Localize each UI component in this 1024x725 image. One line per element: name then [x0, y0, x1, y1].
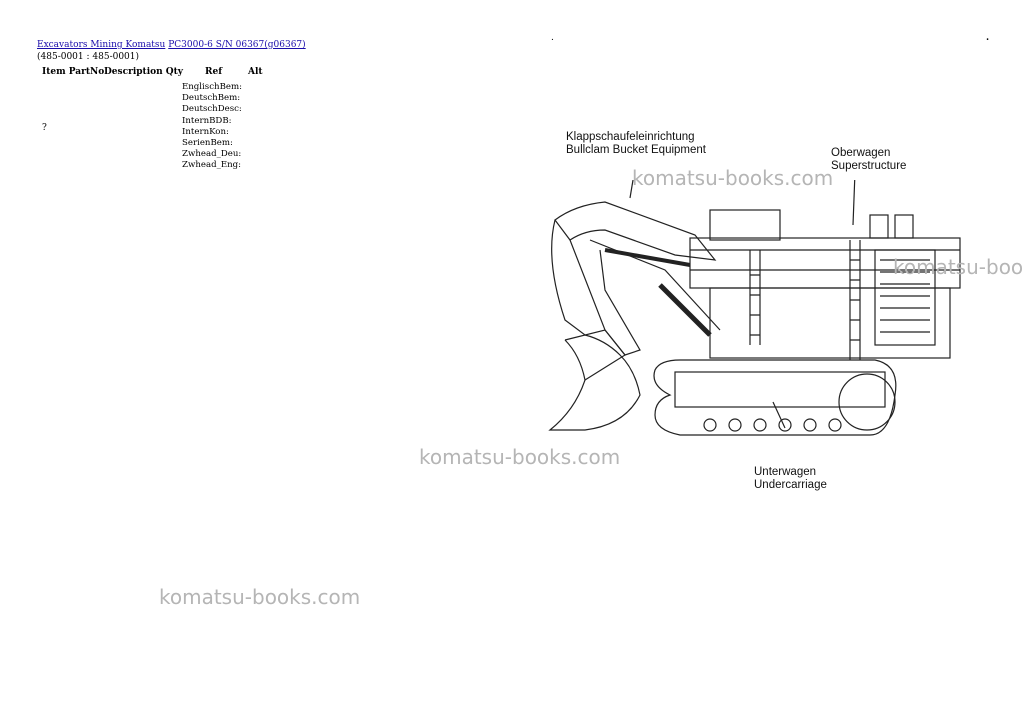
col-header-item-partno: Item PartNo: [42, 67, 105, 77]
leader-line-superstructure: [852, 180, 856, 226]
serial-range: (485-0001 : 485-0001): [37, 52, 140, 62]
col-header-ref: Ref: [205, 67, 223, 77]
item-number: ?: [42, 123, 47, 133]
tank: [869, 214, 889, 239]
radiator: [874, 249, 936, 346]
field-serien-bem: SerienBem:: [182, 138, 233, 149]
boom: [554, 201, 717, 261]
breadcrumb: Excavators Mining Komatsu PC3000-6 S/N 0…: [37, 40, 306, 51]
col-header-alt: Alt: [248, 67, 263, 77]
crawler-track: [653, 359, 897, 436]
field-zwhead-deu: Zwhead_Deu:: [182, 149, 242, 160]
stray-mark: .: [986, 33, 990, 43]
label-under-de: Unterwagen: [754, 466, 817, 478]
label-bucket-de: Klappschaufeleinrichtung: [566, 131, 695, 143]
ladder: [749, 250, 761, 345]
access-ladder: [849, 240, 861, 360]
excavator-drawing: [548, 180, 961, 436]
label-superstructure: Oberwagen Superstructure: [831, 147, 906, 173]
track-frame: [674, 371, 886, 408]
watermark: komatsu-books.com: [893, 255, 1024, 279]
description-fields: EnglischBem: DeutschBem: DeutschDesc: In…: [182, 82, 242, 172]
leader-line-undercarriage: [772, 401, 786, 429]
label-under-en: Undercarriage: [754, 479, 827, 491]
watermark: komatsu-books.com: [419, 445, 621, 469]
track-rollers: [703, 418, 842, 432]
breadcrumb-link-model[interactable]: PC3000-6 S/N 06367(g06367): [168, 40, 306, 50]
breadcrumb-link-category[interactable]: Excavators Mining Komatsu: [37, 40, 166, 50]
field-intern-kon: InternKon:: [182, 126, 229, 137]
bucket: [548, 219, 641, 431]
field-zwhead-eng: Zwhead_Eng:: [182, 160, 242, 171]
idler-wheel: [838, 373, 896, 431]
tank: [894, 214, 914, 239]
house-lower: [709, 287, 951, 359]
col-header-description-qty: Description Qty: [104, 67, 184, 77]
label-undercarriage: Unterwagen Undercarriage: [754, 466, 827, 492]
hydraulic-cylinder: [604, 248, 691, 267]
field-deutsch-desc: DeutschDesc:: [182, 104, 242, 115]
field-englisch-bem: EnglischBem:: [182, 82, 243, 92]
label-bucket-en: Bullclam Bucket Equipment: [566, 144, 706, 156]
label-super-en: Superstructure: [831, 160, 907, 172]
field-intern-bdb: InternBDB:: [182, 115, 232, 126]
leader-line-bucket: [629, 180, 634, 199]
arm: [569, 239, 641, 356]
radiator-fins: [880, 259, 930, 333]
operator-cab: [709, 209, 781, 241]
field-deutsch-bem: DeutschBem:: [182, 93, 241, 104]
stray-mark: .: [551, 33, 554, 43]
watermark: komatsu-books.com: [159, 585, 361, 609]
hydraulic-cylinder: [658, 283, 712, 337]
boom-link: [589, 239, 721, 331]
watermark: komatsu-books.com: [632, 166, 834, 190]
label-bucket-equipment: Klappschaufeleinrichtung Bullclam Bucket…: [566, 131, 706, 157]
label-super-de: Oberwagen: [831, 147, 891, 159]
bucket-clam: [564, 329, 626, 381]
